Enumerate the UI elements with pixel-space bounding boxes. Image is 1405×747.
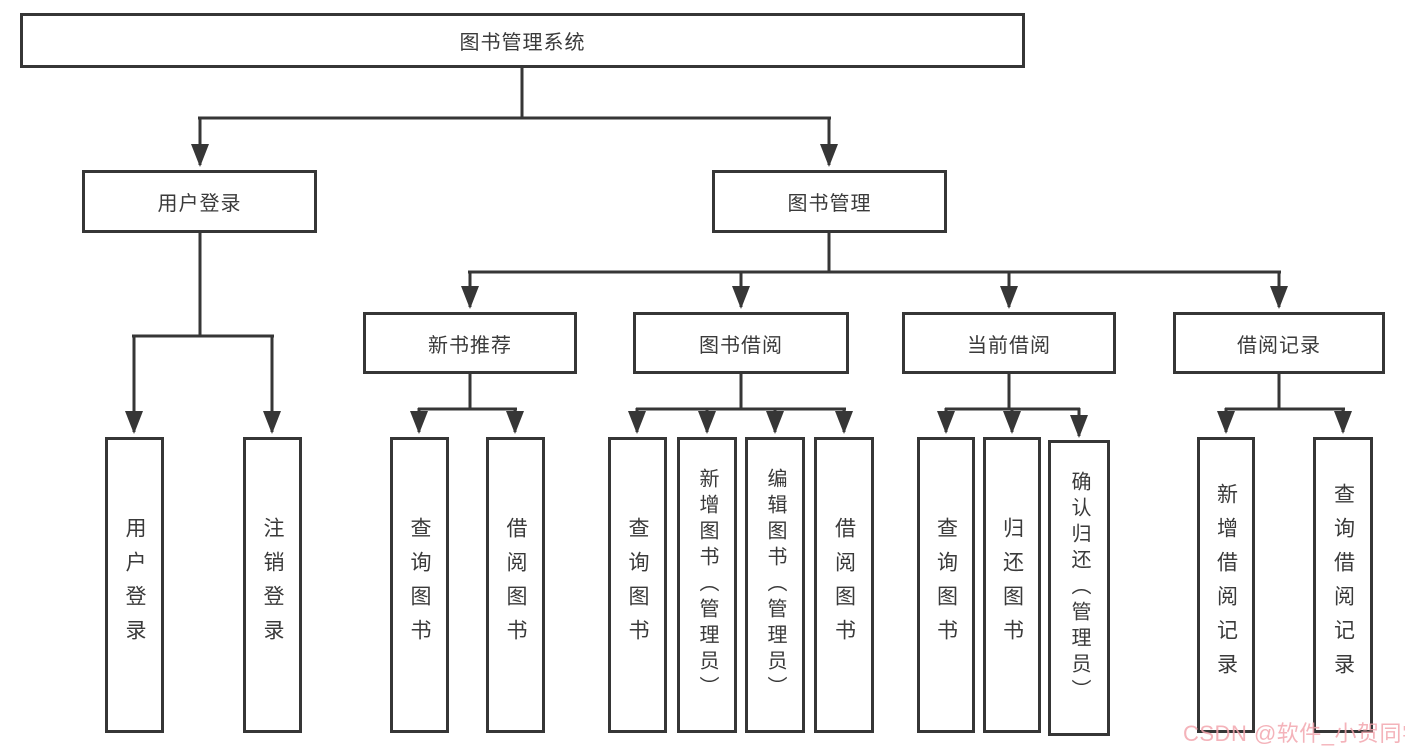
- leaf-records-query: 查询借阅记录: [1313, 437, 1373, 733]
- leaf-records-add: 新增借阅记录: [1197, 437, 1255, 733]
- leaf-current-confirm-return-admin-label: 确认归还（管理员）: [1068, 471, 1090, 705]
- csdn-watermark: CSDN @软件_小贺同学: [1183, 721, 1405, 746]
- node-root-label: 图书管理系统: [459, 32, 586, 54]
- node-book-borrowing: 图书借阅: [633, 312, 849, 374]
- leaf-borrow-add-books-admin: 新增图书（管理员）: [677, 437, 737, 733]
- leaf-borrow-edit-books-admin: 编辑图书（管理员）: [745, 437, 805, 733]
- leaf-current-return-books-label: 归还图书: [1000, 517, 1024, 653]
- leaf-borrow-borrow-books: 借阅图书: [814, 437, 874, 733]
- node-current-borrowing: 当前借阅: [902, 312, 1116, 374]
- leaf-borrow-borrow-books-label: 借阅图书: [832, 517, 856, 653]
- leaf-borrow-edit-books-admin-label: 编辑图书（管理员）: [764, 468, 786, 702]
- node-book-management: 图书管理: [712, 170, 947, 233]
- leaf-current-confirm-return-admin: 确认归还（管理员）: [1048, 440, 1110, 736]
- node-current-borrowing-label: 当前借阅: [967, 334, 1051, 357]
- node-user-login: 用户登录: [82, 170, 317, 233]
- leaf-borrow-query-books-label: 查询图书: [626, 517, 649, 653]
- leaf-borrow-add-books-admin-label: 新增图书（管理员）: [696, 468, 718, 702]
- leaf-current-query-books: 查询图书: [917, 437, 975, 733]
- node-user-login-label: 用户登录: [157, 193, 242, 215]
- leaf-rec-borrow-books: 借阅图书: [486, 437, 545, 733]
- leaf-rec-borrow-books-label: 借阅图书: [504, 517, 527, 653]
- node-book-management-label: 图书管理: [787, 193, 872, 215]
- leaf-user-login-label: 用户登录: [123, 517, 146, 653]
- node-borrowing-records: 借阅记录: [1173, 312, 1385, 374]
- leaf-current-query-books-label: 查询图书: [934, 517, 958, 653]
- leaf-current-return-books: 归还图书: [983, 437, 1041, 733]
- leaf-logout-label: 注销登录: [261, 517, 284, 653]
- leaf-records-query-label: 查询借阅记录: [1331, 483, 1355, 687]
- leaf-rec-query-books: 查询图书: [390, 437, 449, 733]
- node-new-book-recommendation: 新书推荐: [363, 312, 577, 374]
- node-root-library-system: 图书管理系统: [20, 13, 1025, 68]
- node-new-book-recommendation-label: 新书推荐: [428, 334, 512, 357]
- leaf-logout: 注销登录: [243, 437, 302, 733]
- leaf-user-login: 用户登录: [105, 437, 164, 733]
- leaf-borrow-query-books: 查询图书: [608, 437, 667, 733]
- node-book-borrowing-label: 图书借阅: [699, 334, 783, 357]
- leaf-rec-query-books-label: 查询图书: [408, 517, 431, 653]
- node-borrowing-records-label: 借阅记录: [1237, 334, 1321, 357]
- leaf-records-add-label: 新增借阅记录: [1214, 483, 1238, 687]
